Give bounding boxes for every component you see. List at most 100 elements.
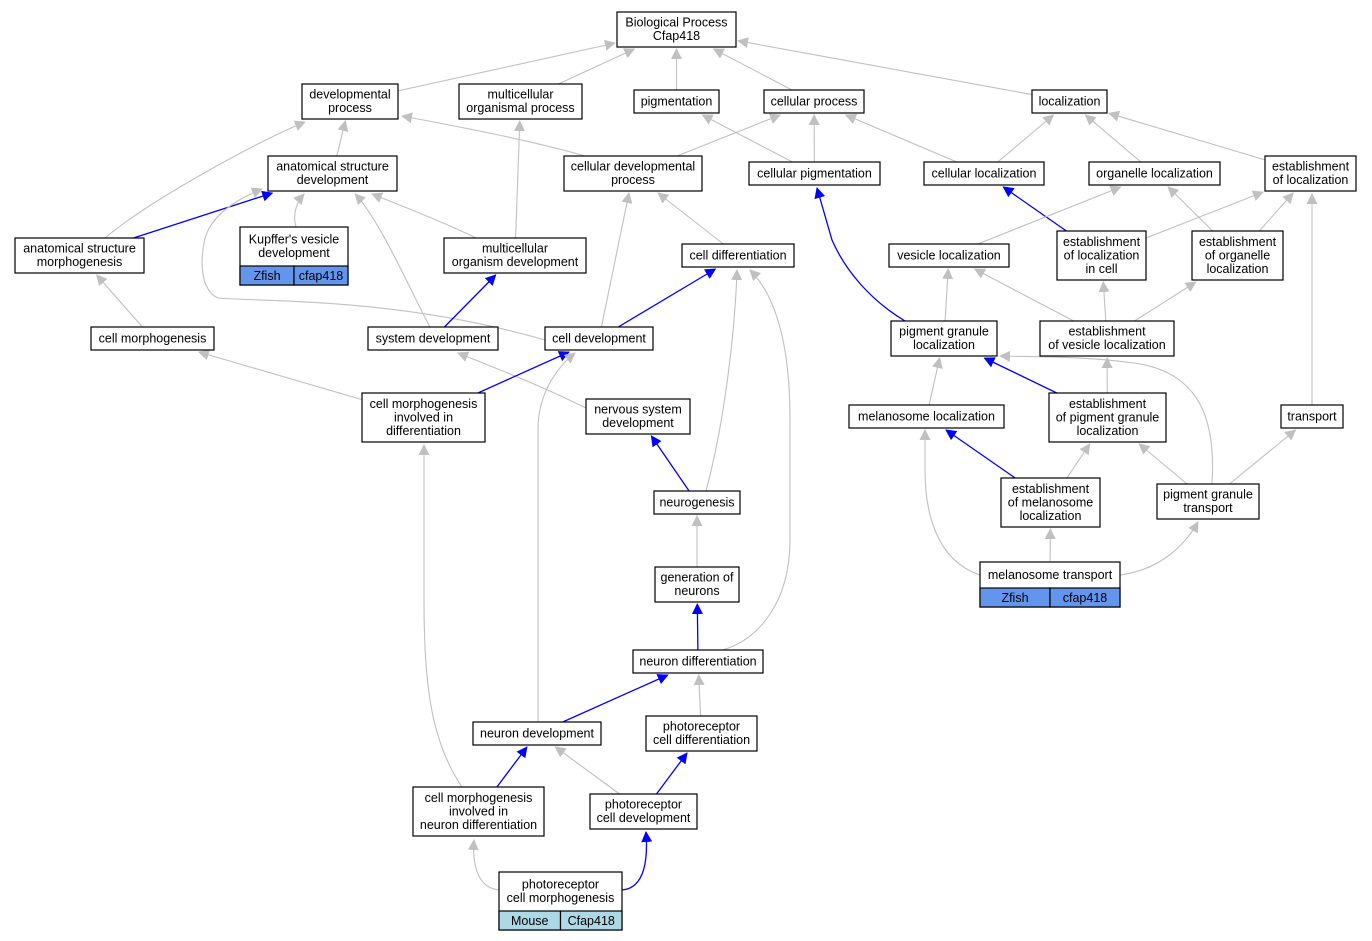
edge-estlocincell-to-estloc xyxy=(1145,190,1264,239)
edge-pgtrans-to-pgloc xyxy=(999,350,1214,485)
node-cellpigm[interactable]: cellular pigmentation xyxy=(748,161,881,186)
edge-multidev-to-anatdev xyxy=(371,192,477,239)
node-label-line: establishment xyxy=(1012,482,1090,496)
edge-estmelloc-to-melloc xyxy=(945,429,1016,479)
node-label-line: neuron differentiation xyxy=(639,654,756,668)
edge-anatmorph-to-devproc xyxy=(104,120,306,239)
node-label-line: neuron development xyxy=(480,726,594,740)
node-cellmorph[interactable]: cell morphogenesis xyxy=(90,326,215,351)
node-transport[interactable]: transport xyxy=(1280,404,1344,429)
node-label-line: cellular process xyxy=(771,94,858,108)
node-label-line: establishment xyxy=(1199,235,1277,249)
node-label-line: in cell xyxy=(1086,262,1118,276)
node-label-line: development xyxy=(602,416,674,430)
node-box xyxy=(890,320,998,357)
edge-photodiff-to-neurdiff xyxy=(693,674,705,717)
annotation-cell xyxy=(1049,587,1121,608)
node-label-line: Kupffer's vesicle xyxy=(249,233,339,247)
node-box xyxy=(653,490,741,515)
node-label-line: process xyxy=(611,173,655,187)
node-box xyxy=(923,161,1045,186)
annotation-species: Mouse xyxy=(511,914,549,928)
node-label-line: cell development xyxy=(552,331,646,345)
node-box xyxy=(585,398,691,435)
node-loc[interactable]: localization xyxy=(1031,89,1108,114)
node-label-line: process xyxy=(328,101,372,115)
edge-photodev-to-neurdev xyxy=(554,746,620,795)
node-cellloc[interactable]: cellular localization xyxy=(923,161,1045,186)
edge-estvesloc-to-estlocincell xyxy=(1098,281,1110,322)
node-label-line: cell development xyxy=(597,811,691,825)
node-label-line: vesicle localization xyxy=(897,248,1001,262)
node-vesloc[interactable]: vesicle localization xyxy=(888,243,1010,268)
edge-neurdiff-to-celldiff xyxy=(721,269,791,651)
node-box xyxy=(361,392,486,443)
node-label-line: cellular developmental xyxy=(571,160,695,174)
edge-cellproc-to-bp xyxy=(712,48,793,91)
node-label-line: photoreceptor xyxy=(663,720,740,734)
node-sysdev[interactable]: system development xyxy=(367,326,499,351)
node-label-line: localization xyxy=(1039,94,1101,108)
edge-celldiff-to-celldevproc xyxy=(657,192,724,245)
node-neurogen[interactable]: neurogenesis xyxy=(653,490,741,515)
node-box xyxy=(848,404,1005,429)
node-box xyxy=(633,89,720,114)
edge-meltrans-to-pgtrans xyxy=(1119,521,1199,576)
edge-orgloc-to-loc xyxy=(1084,114,1142,163)
node-celldev[interactable]: cell development xyxy=(544,326,654,351)
node-box xyxy=(90,326,215,351)
node-box xyxy=(1056,230,1147,281)
edge-cellpigm-to-pigm xyxy=(701,114,793,163)
node-box xyxy=(1156,483,1260,520)
node-box xyxy=(1264,155,1357,192)
node-box xyxy=(563,155,703,192)
edge-pgtrans-to-estpgloc xyxy=(1138,443,1188,485)
node-box xyxy=(1191,230,1284,281)
node-label-line: development xyxy=(297,173,369,187)
edge-loc-to-bp xyxy=(737,37,1033,96)
node-pigm[interactable]: pigmentation xyxy=(633,89,720,114)
edge-estmelloc-to-estpgloc xyxy=(1066,443,1091,479)
node-label-line: involved in xyxy=(449,804,508,818)
edge-estvesloc-to-estorgloc xyxy=(1134,281,1197,322)
node-neurdiff[interactable]: neuron differentiation xyxy=(632,649,764,674)
node-box xyxy=(458,83,583,120)
edge-multiproc-to-bp xyxy=(558,48,636,85)
node-melloc[interactable]: melanosome localization xyxy=(848,404,1005,429)
node-label-line: of pigment granule xyxy=(1056,410,1160,424)
edge-cmneurdiff-to-neurdev xyxy=(496,746,528,788)
node-celldiff[interactable]: cell differentiation xyxy=(681,243,795,268)
edge-photomorph-to-cmneurdiff xyxy=(467,839,500,891)
node-neurdev[interactable]: neuron development xyxy=(472,721,602,746)
node-orgloc[interactable]: organelle localization xyxy=(1088,161,1221,186)
node-label-line: establishment xyxy=(1069,397,1147,411)
node-box xyxy=(888,243,1010,268)
node-label-line: transport xyxy=(1183,501,1233,515)
node-cellproc[interactable]: cellular process xyxy=(763,89,865,114)
